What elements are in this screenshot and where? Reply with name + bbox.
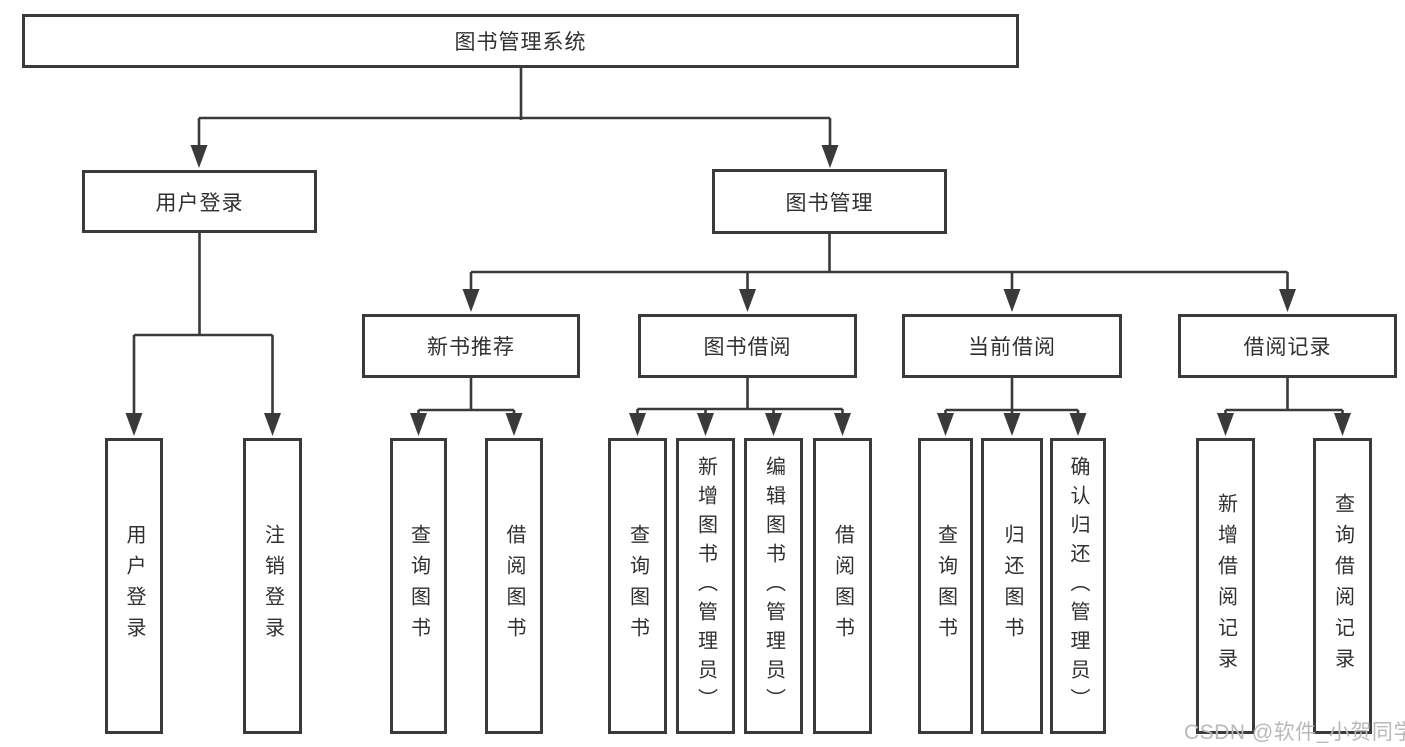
node-new-book-recommend-label: 新书推荐 bbox=[427, 336, 515, 359]
node-borrow-record-label: 借阅记录 bbox=[1243, 336, 1332, 359]
leaf-logout-label: 注销登录 bbox=[261, 524, 284, 648]
leaf-borrow-book-1-label: 借阅图书 bbox=[503, 524, 525, 648]
leaf-return-book-label: 归还图书 bbox=[1001, 524, 1023, 648]
leaf-return-book: 归还图书 bbox=[981, 438, 1043, 734]
leaf-edit-book-admin-label: 编辑图书（管理员） bbox=[762, 455, 785, 717]
leaf-logout: 注销登录 bbox=[243, 438, 302, 734]
node-user-login-branch-label: 用户登录 bbox=[155, 191, 244, 215]
node-user-login-branch: 用户登录 bbox=[82, 170, 317, 233]
node-root: 图书管理系统 bbox=[22, 14, 1019, 68]
leaf-query-book-3-label: 查询图书 bbox=[934, 524, 957, 648]
arrowhead-icons bbox=[125, 145, 1351, 436]
leaf-user-login: 用户登录 bbox=[105, 438, 163, 734]
leaf-query-book-1-label: 查询图书 bbox=[407, 524, 430, 648]
leaf-add-book-admin-label: 新增图书（管理员） bbox=[694, 455, 717, 717]
node-new-book-recommend: 新书推荐 bbox=[362, 314, 580, 378]
node-current-borrow: 当前借阅 bbox=[902, 314, 1122, 378]
leaf-borrow-book-2-label: 借阅图书 bbox=[831, 524, 854, 648]
node-borrow-record: 借阅记录 bbox=[1178, 314, 1397, 378]
node-current-borrow-label: 当前借阅 bbox=[968, 336, 1056, 359]
leaf-query-book-1: 查询图书 bbox=[390, 438, 447, 734]
node-book-management-branch: 图书管理 bbox=[712, 169, 947, 234]
leaf-edit-book-admin: 编辑图书（管理员） bbox=[744, 438, 803, 734]
leaf-add-book-admin: 新增图书（管理员） bbox=[676, 438, 735, 734]
node-book-borrow-label: 图书借阅 bbox=[703, 336, 792, 359]
node-root-label: 图书管理系统 bbox=[454, 31, 587, 54]
leaf-confirm-return-admin-label: 确认归还（管理员） bbox=[1067, 455, 1089, 717]
leaf-borrow-book-1: 借阅图书 bbox=[485, 438, 543, 734]
node-book-borrow: 图书借阅 bbox=[638, 314, 857, 378]
leaf-confirm-return-admin: 确认归还（管理员） bbox=[1050, 438, 1106, 734]
leaf-query-book-3: 查询图书 bbox=[918, 438, 973, 734]
leaf-borrow-book-2: 借阅图书 bbox=[813, 438, 872, 734]
leaf-query-borrow-record-label: 查询借阅记录 bbox=[1331, 493, 1354, 679]
leaf-query-book-2-label: 查询图书 bbox=[626, 524, 649, 648]
leaf-query-book-2: 查询图书 bbox=[608, 438, 667, 734]
watermark: CSDN @软件_小贺同学 bbox=[1184, 721, 1405, 744]
leaf-add-borrow-record-label: 新增借阅记录 bbox=[1214, 493, 1237, 679]
leaf-add-borrow-record: 新增借阅记录 bbox=[1196, 438, 1255, 734]
node-book-management-branch-label: 图书管理 bbox=[785, 191, 874, 215]
leaf-query-borrow-record: 查询借阅记录 bbox=[1313, 438, 1372, 734]
leaf-user-login-label: 用户登录 bbox=[123, 524, 145, 648]
